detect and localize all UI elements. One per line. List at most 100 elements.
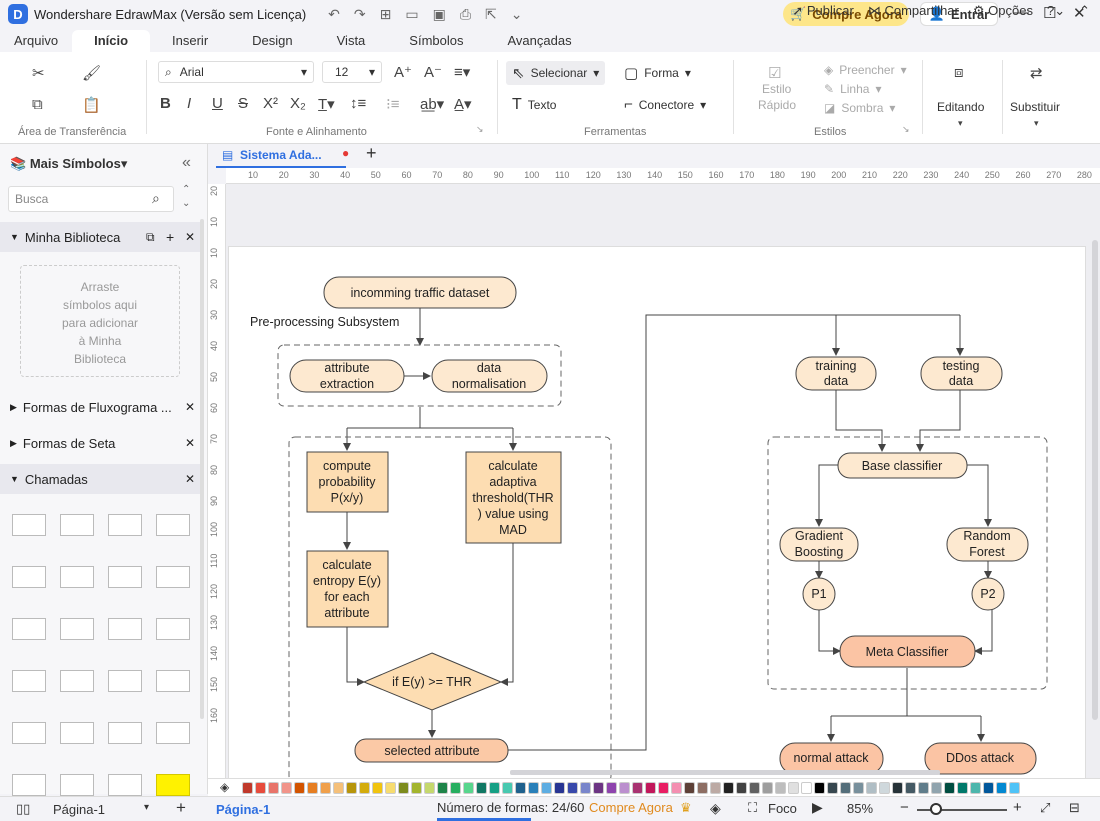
node-incoming-dataset[interactable]: [323, 276, 517, 309]
color-swatch[interactable]: [541, 782, 552, 794]
sidebar-item-flowchart-shapes[interactable]: ▶ Formas de Fluxograma ... ✕: [0, 392, 204, 422]
publish-button[interactable]: ➚ Publicar: [792, 3, 854, 18]
select-button[interactable]: ⇖Selecionar▾: [506, 61, 606, 85]
node-random-forest[interactable]: [946, 527, 1029, 562]
add-page-icon[interactable]: +: [176, 798, 186, 817]
close-icon[interactable]: ✕: [185, 436, 196, 450]
color-swatch[interactable]: [424, 782, 435, 794]
color-swatch[interactable]: [372, 782, 383, 794]
chevron-down-icon[interactable]: ▾: [144, 802, 150, 813]
node-base-classifier[interactable]: [837, 452, 968, 479]
connector[interactable]: [916, 390, 961, 452]
node-compute-probability[interactable]: [306, 451, 389, 513]
replace-group[interactable]: ⇄ Substituir ▾: [1004, 52, 1074, 144]
layers-icon[interactable]: ◈: [710, 800, 721, 816]
cut-icon[interactable]: ✂: [32, 65, 45, 82]
node-data-normalisation[interactable]: [431, 359, 548, 393]
callout-symbol[interactable]: [12, 670, 46, 692]
callout-symbol[interactable]: [12, 618, 46, 640]
tab-arquivo[interactable]: Arquivo: [14, 33, 59, 48]
shadow-button[interactable]: ◪Sombra▾: [824, 101, 895, 115]
tab-avancadas[interactable]: Avançadas: [507, 33, 572, 48]
color-swatch[interactable]: [281, 782, 292, 794]
maximize-icon[interactable]: ☐: [1043, 5, 1057, 22]
callout-symbol[interactable]: [108, 514, 142, 536]
help-icon[interactable]: ?⌄: [1046, 3, 1066, 18]
line-button[interactable]: ✎Linha▾: [824, 82, 881, 96]
canvas-horizontal-scrollbar[interactable]: [510, 770, 940, 775]
focus-label[interactable]: Foco: [768, 801, 797, 816]
open-folder-icon[interactable]: ▭: [405, 5, 419, 22]
scroll-up-icon[interactable]: ⌃: [182, 184, 191, 195]
color-swatch[interactable]: [879, 782, 890, 794]
color-swatch[interactable]: [931, 782, 942, 794]
node-selected-attribute[interactable]: [354, 738, 509, 763]
active-page-tab[interactable]: Página-1: [216, 802, 271, 817]
color-swatch[interactable]: [528, 782, 539, 794]
color-swatch[interactable]: [346, 782, 357, 794]
bold-icon[interactable]: B: [160, 95, 171, 112]
fill-bucket-icon[interactable]: ◈: [220, 780, 230, 794]
node-testing-data[interactable]: [920, 356, 1003, 391]
options-button[interactable]: ⚙ Opções: [972, 3, 1033, 18]
color-swatch[interactable]: [489, 782, 500, 794]
color-swatch[interactable]: [840, 782, 851, 794]
node-p2[interactable]: [971, 577, 1005, 611]
color-swatch[interactable]: [502, 782, 513, 794]
bullets-icon[interactable]: ⁝≡: [386, 96, 400, 113]
quick-style-icon[interactable]: ☑: [768, 65, 782, 82]
tab-vista[interactable]: Vista: [336, 33, 366, 48]
color-swatch[interactable]: [307, 782, 318, 794]
color-swatch[interactable]: [801, 782, 812, 794]
color-swatch[interactable]: [255, 782, 266, 794]
connector[interactable]: [815, 464, 838, 527]
fullscreen-icon[interactable]: ⊟: [1069, 800, 1080, 815]
close-icon[interactable]: ✕: [185, 400, 196, 414]
zoom-out-icon[interactable]: −: [900, 799, 909, 816]
tab-inicio[interactable]: Início: [72, 30, 151, 52]
format-painter-icon[interactable]: 🖌: [82, 65, 102, 82]
library-drop-zone[interactable]: Arraste símbolos aqui para adicionar à M…: [20, 265, 180, 377]
callout-symbol[interactable]: [12, 514, 46, 536]
callout-symbol[interactable]: [156, 618, 190, 640]
zoom-slider-handle[interactable]: [930, 803, 942, 815]
close-icon[interactable]: ✕: [185, 472, 196, 486]
color-swatch[interactable]: [996, 782, 1007, 794]
color-swatch[interactable]: [866, 782, 877, 794]
connector[interactable]: [818, 609, 841, 655]
line-spacing-icon[interactable]: ↕≡: [350, 95, 367, 112]
collapse-ribbon-icon[interactable]: ⌃: [1079, 3, 1090, 18]
connector[interactable]: [346, 627, 365, 686]
color-swatch[interactable]: [294, 782, 305, 794]
color-swatch[interactable]: [437, 782, 448, 794]
strikethrough-icon[interactable]: S: [238, 95, 249, 112]
color-swatch[interactable]: [515, 782, 526, 794]
feature-selection-group-frame[interactable]: [288, 436, 612, 778]
color-swatch[interactable]: [554, 782, 565, 794]
chevron-down-icon[interactable]: ⌄: [510, 5, 523, 22]
sidebar-item-my-library[interactable]: ▼ Minha Biblioteca ⧉ + ✕: [0, 222, 204, 252]
drawing-page[interactable]: [228, 246, 1086, 786]
callout-symbol[interactable]: [108, 670, 142, 692]
callout-symbol[interactable]: [108, 774, 142, 796]
color-swatch[interactable]: [827, 782, 838, 794]
connector[interactable]: [967, 464, 992, 527]
color-swatch[interactable]: [697, 782, 708, 794]
classifier-group-frame[interactable]: [767, 436, 1048, 690]
copy-icon[interactable]: ⧉: [32, 96, 43, 113]
editing-group[interactable]: ⧈ Editando ▾: [924, 52, 1000, 144]
color-swatch[interactable]: [606, 782, 617, 794]
new-icon[interactable]: ⊞: [379, 5, 392, 22]
font-size-select[interactable]: 12 ▾: [322, 61, 382, 83]
color-swatch[interactable]: [892, 782, 903, 794]
node-ddos-attack[interactable]: [924, 742, 1037, 775]
undo-icon[interactable]: ↶: [328, 5, 340, 22]
tab-design[interactable]: Design: [252, 33, 293, 48]
color-swatch[interactable]: [788, 782, 799, 794]
callout-symbol[interactable]: [156, 670, 190, 692]
tab-simbolos[interactable]: Símbolos: [409, 33, 464, 48]
callout-symbol[interactable]: [60, 514, 94, 536]
highlight-icon[interactable]: a͟b▾: [420, 96, 445, 113]
underline-icon[interactable]: U: [212, 95, 223, 112]
